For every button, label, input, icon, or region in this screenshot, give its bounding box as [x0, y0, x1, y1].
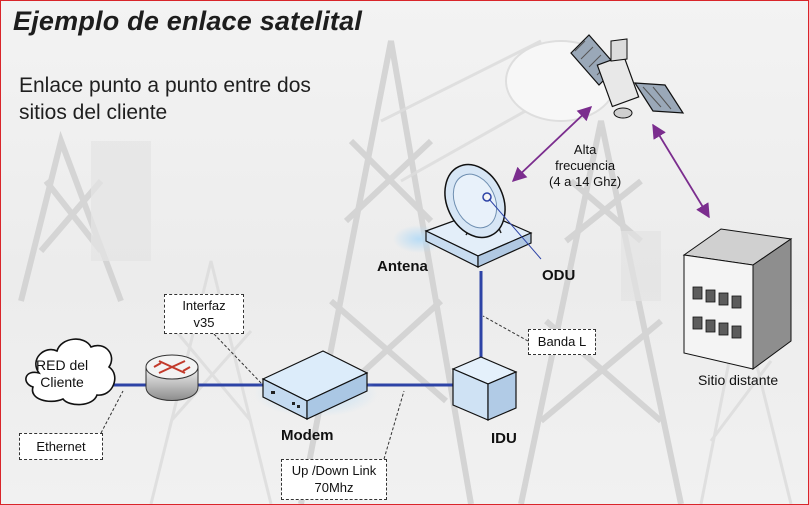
subtitle-line-1: Enlace punto a punto entre dos	[19, 74, 311, 97]
leader-banda	[482, 315, 529, 342]
idu-label: IDU	[491, 430, 517, 447]
odu-pointer	[488, 198, 542, 260]
satellite-links	[511, 106, 710, 219]
updown-callout: Up /Down Link 70Mhz	[281, 459, 387, 500]
building-icon	[682, 228, 793, 370]
leader-ethernet	[100, 390, 124, 434]
slide-title: Ejemplo de enlace satelital	[13, 6, 363, 36]
interfaz-callout: Interfaz v35	[164, 294, 244, 334]
modem-icon	[254, 350, 378, 420]
modem-label: Modem	[281, 427, 334, 444]
satellite-icon	[570, 34, 685, 119]
callout-leaders	[100, 315, 529, 460]
slide-subtitle: Enlace punto a punto entre dos sitios de…	[19, 72, 399, 126]
updown-line-2: 70Mhz	[314, 480, 354, 495]
frequency-label: Alta frecuencia (4 a 14 Ghz)	[549, 142, 621, 190]
interfaz-line-2: v35	[193, 315, 215, 330]
arrow-satellite-site	[652, 123, 710, 219]
cloud-label: RED del Cliente	[36, 357, 88, 391]
cloud-label-line-1: RED del	[36, 357, 89, 373]
sitio-label: Sitio distante	[698, 372, 779, 388]
leader-updown	[383, 390, 405, 460]
arrow-antenna-satellite	[511, 106, 593, 182]
freq-line-1: Alta	[573, 142, 597, 157]
banda-callout: Banda L	[528, 329, 596, 355]
interfaz-line-1: Interfaz	[182, 298, 226, 313]
cloud-icon	[25, 338, 116, 406]
idu-icon	[451, 356, 518, 421]
freq-line-2: frecuencia	[555, 158, 616, 173]
antena-label: Antena	[377, 258, 428, 275]
router-icon	[145, 354, 199, 401]
cloud-label-line-2: Cliente	[40, 374, 84, 390]
network-cables	[109, 271, 483, 387]
odu-label: ODU	[542, 267, 576, 284]
freq-line-3: (4 a 14 Ghz)	[549, 174, 622, 189]
antenna-icon	[393, 163, 542, 268]
subtitle-line-2: sitios del cliente	[19, 101, 168, 124]
updown-line-1: Up /Down Link	[291, 463, 377, 478]
leader-interfaz	[213, 333, 264, 386]
ethernet-callout: Ethernet	[19, 433, 103, 460]
